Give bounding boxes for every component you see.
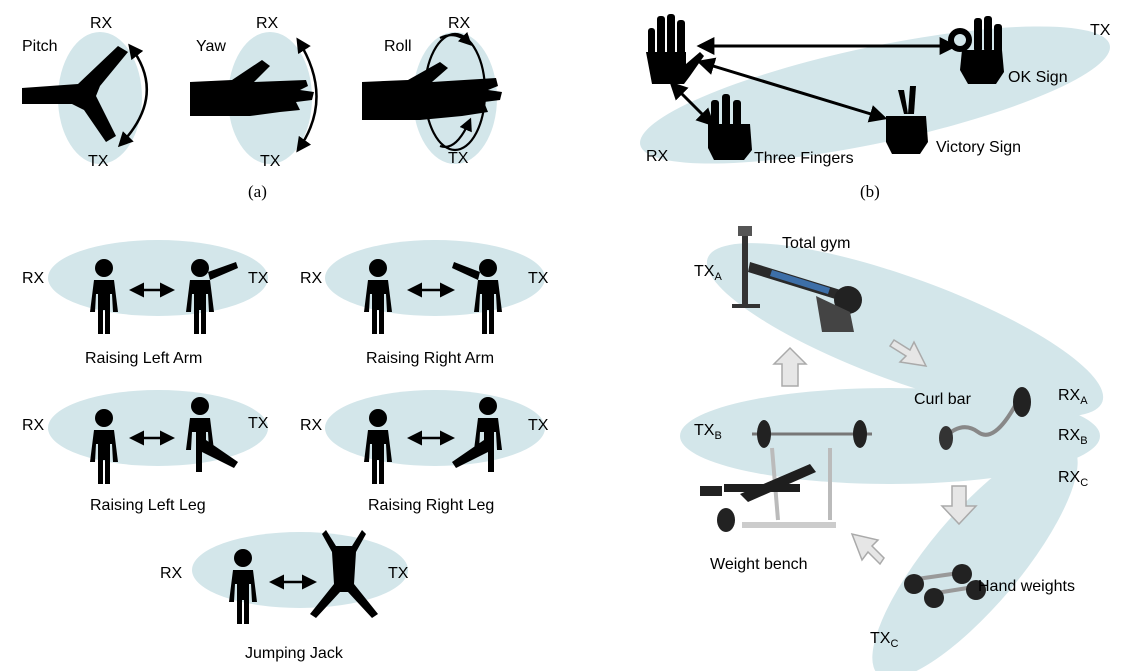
roll-arrow-bottom xyxy=(439,117,472,149)
victory-sign-icon xyxy=(886,86,928,154)
panel-b-caption: (b) xyxy=(860,182,880,201)
roll-tx-label: TX xyxy=(448,150,469,167)
pitch-title: Pitch xyxy=(22,38,58,55)
pitch-tx-label: TX xyxy=(88,153,109,170)
panel-b-tx-label: TX xyxy=(1090,22,1111,39)
panel-c: RX TX Raising Left Arm RX TX Raising Rig… xyxy=(22,240,549,662)
gesture-label-victory-sign: Victory Sign xyxy=(936,139,1021,156)
roll-title: Roll xyxy=(384,38,412,55)
gesture-label-ok-sign: OK Sign xyxy=(1008,69,1068,86)
right-arm-rx-label: RX xyxy=(300,270,323,287)
rx-a-label: RXA xyxy=(1058,387,1088,407)
yaw-rotation-arrow xyxy=(296,37,318,153)
equipment-label-weight-bench: Weight bench xyxy=(710,556,808,573)
right-leg-rx-label: RX xyxy=(300,417,323,434)
curl-bar-icon xyxy=(939,387,1031,450)
total-gym-icon xyxy=(732,226,862,332)
roll-arrow-top xyxy=(439,31,472,46)
panel-a: Pitch RX TX Yaw RX TX Roll RX TX (a) xyxy=(22,15,502,201)
equipment-label-hand-weights: Hand weights xyxy=(978,578,1075,595)
jumping-jack-rx-label: RX xyxy=(160,565,183,582)
jumping-jack-tx-label: TX xyxy=(388,565,409,582)
tx-c-label: TXC xyxy=(870,630,898,650)
panel-b-rx-label: RX xyxy=(646,148,669,165)
person-left-leg-raised-icon xyxy=(186,397,238,472)
left-leg-rx-label: RX xyxy=(22,417,45,434)
flow-arrow-up xyxy=(772,346,808,387)
tx-a-label: TXA xyxy=(694,263,722,283)
tx-b-label: TXB xyxy=(694,422,722,442)
roll-rotation-ring xyxy=(423,32,487,152)
rx-b-label: RXB xyxy=(1058,427,1088,447)
flow-arrow-weights-to-bench xyxy=(850,532,885,566)
hand-weights-icon xyxy=(904,564,986,608)
activity-raising-left-arm: Raising Left Arm xyxy=(85,350,202,367)
activity-raising-right-leg: Raising Right Leg xyxy=(368,497,494,514)
left-arm-rx-label: RX xyxy=(22,270,45,287)
activity-jumping-jack: Jumping Jack xyxy=(245,645,344,662)
arrow-hand-three xyxy=(669,81,715,127)
yaw-title: Yaw xyxy=(196,38,226,55)
gesture-label-three-fingers: Three Fingers xyxy=(754,150,854,167)
person-left-arm-raised-icon xyxy=(186,259,238,334)
rx-c-label: RXC xyxy=(1058,469,1088,489)
activity-raising-left-leg: Raising Left Leg xyxy=(90,497,206,514)
roll-hand-icon xyxy=(362,62,502,120)
flow-arrow-gym-to-curl xyxy=(888,338,928,367)
weight-bench-icon xyxy=(700,420,872,532)
roll-rx-label: RX xyxy=(448,15,471,32)
person-jumping-jack-icon xyxy=(310,530,378,618)
left-arm-tx-label: TX xyxy=(248,270,269,287)
pitch-rx-label: RX xyxy=(90,15,113,32)
right-arm-tx-label: TX xyxy=(528,270,549,287)
panel-b: RX TX Three Fingers Victory Sign OK Sign… xyxy=(640,14,1111,201)
yaw-tx-label: TX xyxy=(260,153,281,170)
right-leg-tx-label: TX xyxy=(528,417,549,434)
yaw-hand-icon xyxy=(190,60,314,116)
equipment-label-curl-bar: Curl bar xyxy=(914,391,972,408)
equipment-label-total-gym: Total gym xyxy=(782,235,850,252)
panel-a-caption: (a) xyxy=(248,182,267,201)
flow-arrow-curl-to-weights xyxy=(940,485,978,526)
ok-sign-icon xyxy=(948,16,1004,84)
pitch-rotation-arrow xyxy=(117,43,149,148)
person-right-arm-raised-icon xyxy=(452,259,502,334)
panel-d: Total gym Curl bar Weight bench Hand wei… xyxy=(680,226,1104,671)
arrow-hand-victory xyxy=(696,57,888,123)
left-leg-tx-label: TX xyxy=(248,415,269,432)
pitch-hand-icon xyxy=(22,46,128,142)
yaw-rx-label: RX xyxy=(256,15,279,32)
activity-raising-right-arm: Raising Right Arm xyxy=(366,350,494,367)
open-hand-icon xyxy=(646,14,704,84)
person-right-leg-raised-icon xyxy=(452,397,502,472)
